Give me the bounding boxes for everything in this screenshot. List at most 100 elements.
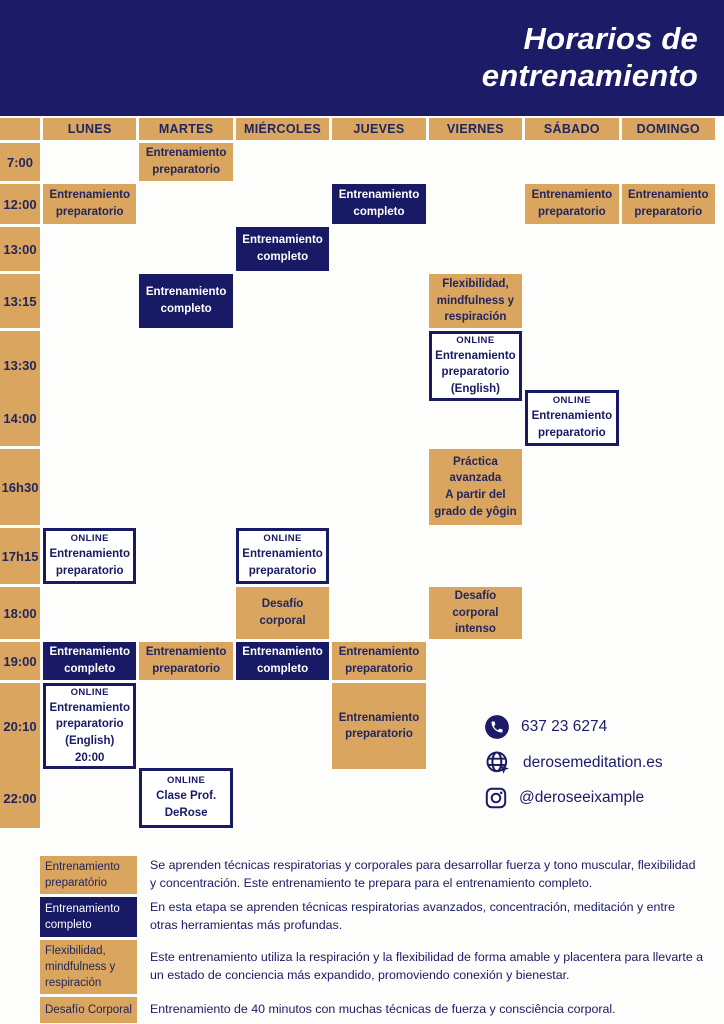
- schedule-cell-empty: [429, 528, 522, 584]
- schedule-cell-empty: [236, 390, 329, 446]
- schedule-cell-line: preparatorio: [537, 426, 606, 439]
- legend-description: En esta etapa se aprenden técnicas respi…: [150, 900, 675, 932]
- schedule-cell-line: Entrenamiento: [145, 286, 227, 299]
- schedule-cell-empty: [139, 449, 232, 525]
- schedule-cell: Entrenamiento preparatorio: [332, 642, 426, 680]
- schedule-cell-line: Entrenamiento: [628, 189, 709, 202]
- schedule-cell-empty: [622, 528, 715, 584]
- schedule-cell-empty: [332, 274, 425, 328]
- schedule-cell-line: preparatorio: [152, 164, 220, 176]
- schedule-cell-empty: [525, 227, 618, 271]
- schedule-cell-line: ONLINE: [263, 533, 302, 545]
- schedule-cell-empty: [525, 449, 618, 525]
- schedule-cell-line: Entrenamiento: [435, 349, 516, 362]
- contact-phone: 637 23 6274: [521, 718, 608, 735]
- schedule-cell-line: completo: [160, 303, 212, 315]
- legend-description: Se aprenden técnicas respiratorias y cor…: [150, 858, 696, 891]
- table-corner: [0, 118, 40, 140]
- legend-swatch-line: Desafío Corporal: [45, 1003, 132, 1016]
- schedule-cell-line: ONLINE: [552, 395, 591, 407]
- legend-swatch-line: Entrenamiento: [45, 861, 120, 873]
- schedule-cell-empty: [236, 143, 329, 181]
- schedule-cell-line: Entrenamiento: [242, 646, 323, 659]
- schedule-cell-line: completo: [64, 663, 116, 675]
- schedule-cell-empty: [429, 390, 522, 446]
- schedule-cell-empty: [236, 768, 329, 828]
- schedule-cell-empty: [43, 143, 136, 181]
- schedule-cell-empty: [429, 227, 522, 271]
- schedule-cell-line: Práctica: [453, 455, 498, 468]
- schedule-cell-empty: [429, 143, 522, 181]
- schedule-cell-line: (English): [450, 383, 501, 396]
- schedule-cell-line: Flexibilidad,: [442, 277, 509, 290]
- day-header-2: MIÉRCOLES: [235, 118, 330, 140]
- time-label: 17h15: [0, 528, 40, 584]
- schedule-cell-line: preparatorio: [345, 663, 413, 675]
- time-label: 13:15: [0, 274, 40, 328]
- legend-description: Este entrenamiento utiliza la respiració…: [150, 950, 704, 983]
- schedule-cell-line: mindfulness y: [436, 294, 515, 307]
- schedule-cell-empty: [332, 390, 425, 446]
- schedule-cell-line: preparatorio: [55, 718, 124, 731]
- schedule-cell-empty: [332, 528, 425, 584]
- schedule-cell-line: Entrenamiento: [145, 147, 227, 160]
- schedule-cell-empty: [622, 449, 715, 525]
- schedule-cell-line: (English): [65, 735, 115, 748]
- legend-description: Entrenamiento de 40 minutos con muchas t…: [150, 1002, 616, 1016]
- time-label: 20:10: [0, 683, 40, 770]
- contact-phone-row: 637 23 6274: [484, 714, 663, 740]
- schedule-cell-empty: [622, 143, 715, 181]
- schedule-cell-line: Entrenamiento: [338, 646, 420, 659]
- schedule-cell: Entrenamiento completo: [139, 274, 233, 328]
- schedule-cell-line: preparatorio: [152, 663, 220, 675]
- schedule-cell-line: ONLINE: [70, 533, 109, 545]
- schedule-cell-empty: [139, 227, 232, 271]
- day-header-1: MARTES: [139, 118, 233, 140]
- schedule-cell-empty: [43, 587, 136, 639]
- schedule-cell-line: ONLINE: [70, 687, 109, 698]
- schedule-cell-line: 20:00: [75, 751, 105, 764]
- contact-instagram: @deroseeixample: [519, 789, 645, 806]
- schedule-cell-empty: [525, 642, 618, 680]
- day-header-3: JUEVES: [332, 118, 426, 140]
- schedule-cell: Entrenamiento preparatorio: [139, 143, 233, 181]
- schedule-cell-empty: [622, 587, 715, 639]
- schedule-cell-line: avanzada: [449, 472, 502, 485]
- schedule-cell-line: A partir del: [445, 489, 506, 501]
- schedule-cell-empty: [236, 449, 329, 525]
- legend-swatch-line: mindfulness y: [45, 961, 116, 974]
- schedule-cell: Flexibilidad, mindfulness y respiración: [428, 274, 523, 328]
- schedule-cell-empty: [525, 528, 618, 584]
- schedule-cell-line: respiración: [444, 311, 507, 324]
- schedule-cell-line: intenso: [454, 623, 496, 636]
- schedule-cell-empty: [139, 587, 232, 639]
- time-label: 16h30: [0, 449, 40, 525]
- schedule-cell-empty: [622, 227, 715, 271]
- schedule-cell-empty: [43, 227, 136, 271]
- page-title-line2: entrenamiento: [481, 58, 698, 94]
- schedule-cell-line: ONLINE: [456, 335, 495, 346]
- schedule-cell-line: ONLINE: [166, 775, 206, 787]
